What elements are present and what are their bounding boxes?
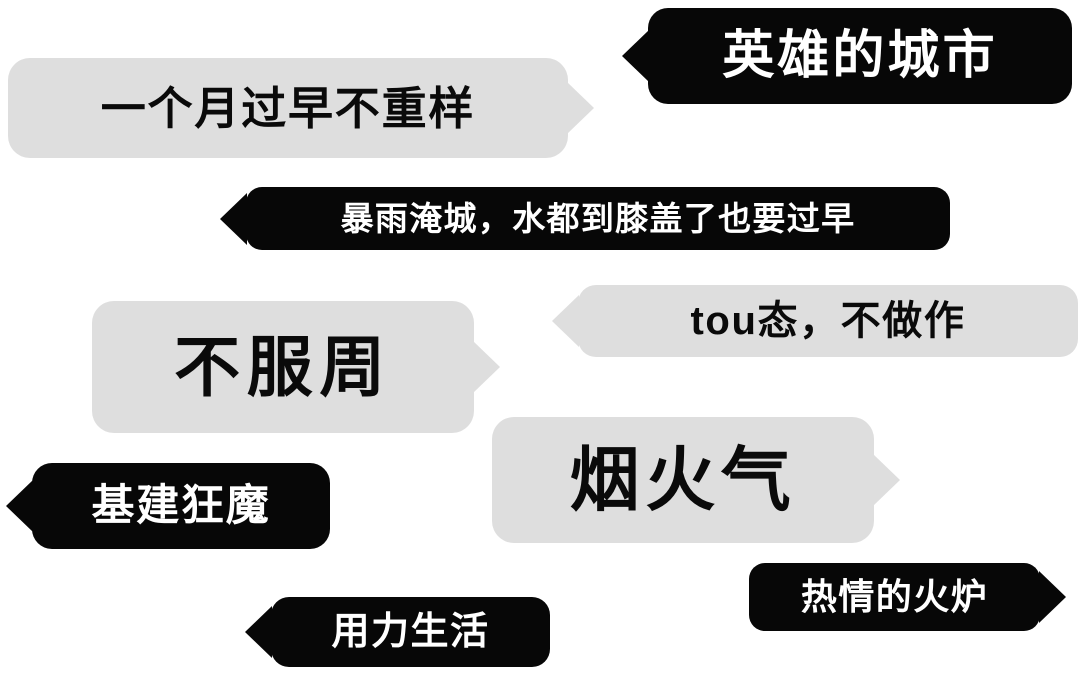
bubble-tail-left-icon <box>220 192 247 245</box>
speech-bubble-furnace[interactable]: 热情的火炉 <box>749 563 1066 631</box>
speech-bubble-live-hard[interactable]: 用力生活 <box>245 597 550 667</box>
bubble-tail-left-icon <box>552 295 579 347</box>
bubble-label: 英雄的城市 <box>722 27 998 85</box>
bubble-tail-left-icon <box>245 606 272 658</box>
bubble-tail-right-icon <box>567 82 594 134</box>
bubble-label: 不服周 <box>174 330 392 404</box>
bubble-label: 烟火气 <box>569 441 797 519</box>
speech-bubble-firework[interactable]: 烟火气 <box>492 417 900 543</box>
bubble-label: 一个月过早不重样 <box>100 82 476 134</box>
speech-bubble-month-breakfast[interactable]: 一个月过早不重样 <box>8 58 594 158</box>
bubble-tail-right-icon <box>473 341 500 393</box>
bubble-label: 热情的火炉 <box>800 576 989 617</box>
speech-bubble-buzhou[interactable]: 不服周 <box>92 301 500 433</box>
bubble-tail-right-icon <box>873 454 900 506</box>
speech-bubble-rainstorm[interactable]: 暴雨淹城，水都到膝盖了也要过早 <box>220 187 950 250</box>
speech-bubble-hero-city[interactable]: 英雄的城市 <box>622 8 1072 104</box>
bubble-label: 基建狂魔 <box>91 481 271 530</box>
speech-bubble-infrastructure[interactable]: 基建狂魔 <box>6 463 330 549</box>
bubble-tail-right-icon <box>1039 571 1066 623</box>
bubble-tail-left-icon <box>6 480 33 532</box>
bubble-label: tou态，不做作 <box>690 299 966 343</box>
bubble-label: 暴雨淹城，水都到膝盖了也要过早 <box>340 200 856 237</box>
bubble-label: 用力生活 <box>331 611 490 653</box>
speech-bubble-attitude[interactable]: tou态，不做作 <box>552 285 1078 357</box>
bubble-tail-left-icon <box>622 30 649 82</box>
